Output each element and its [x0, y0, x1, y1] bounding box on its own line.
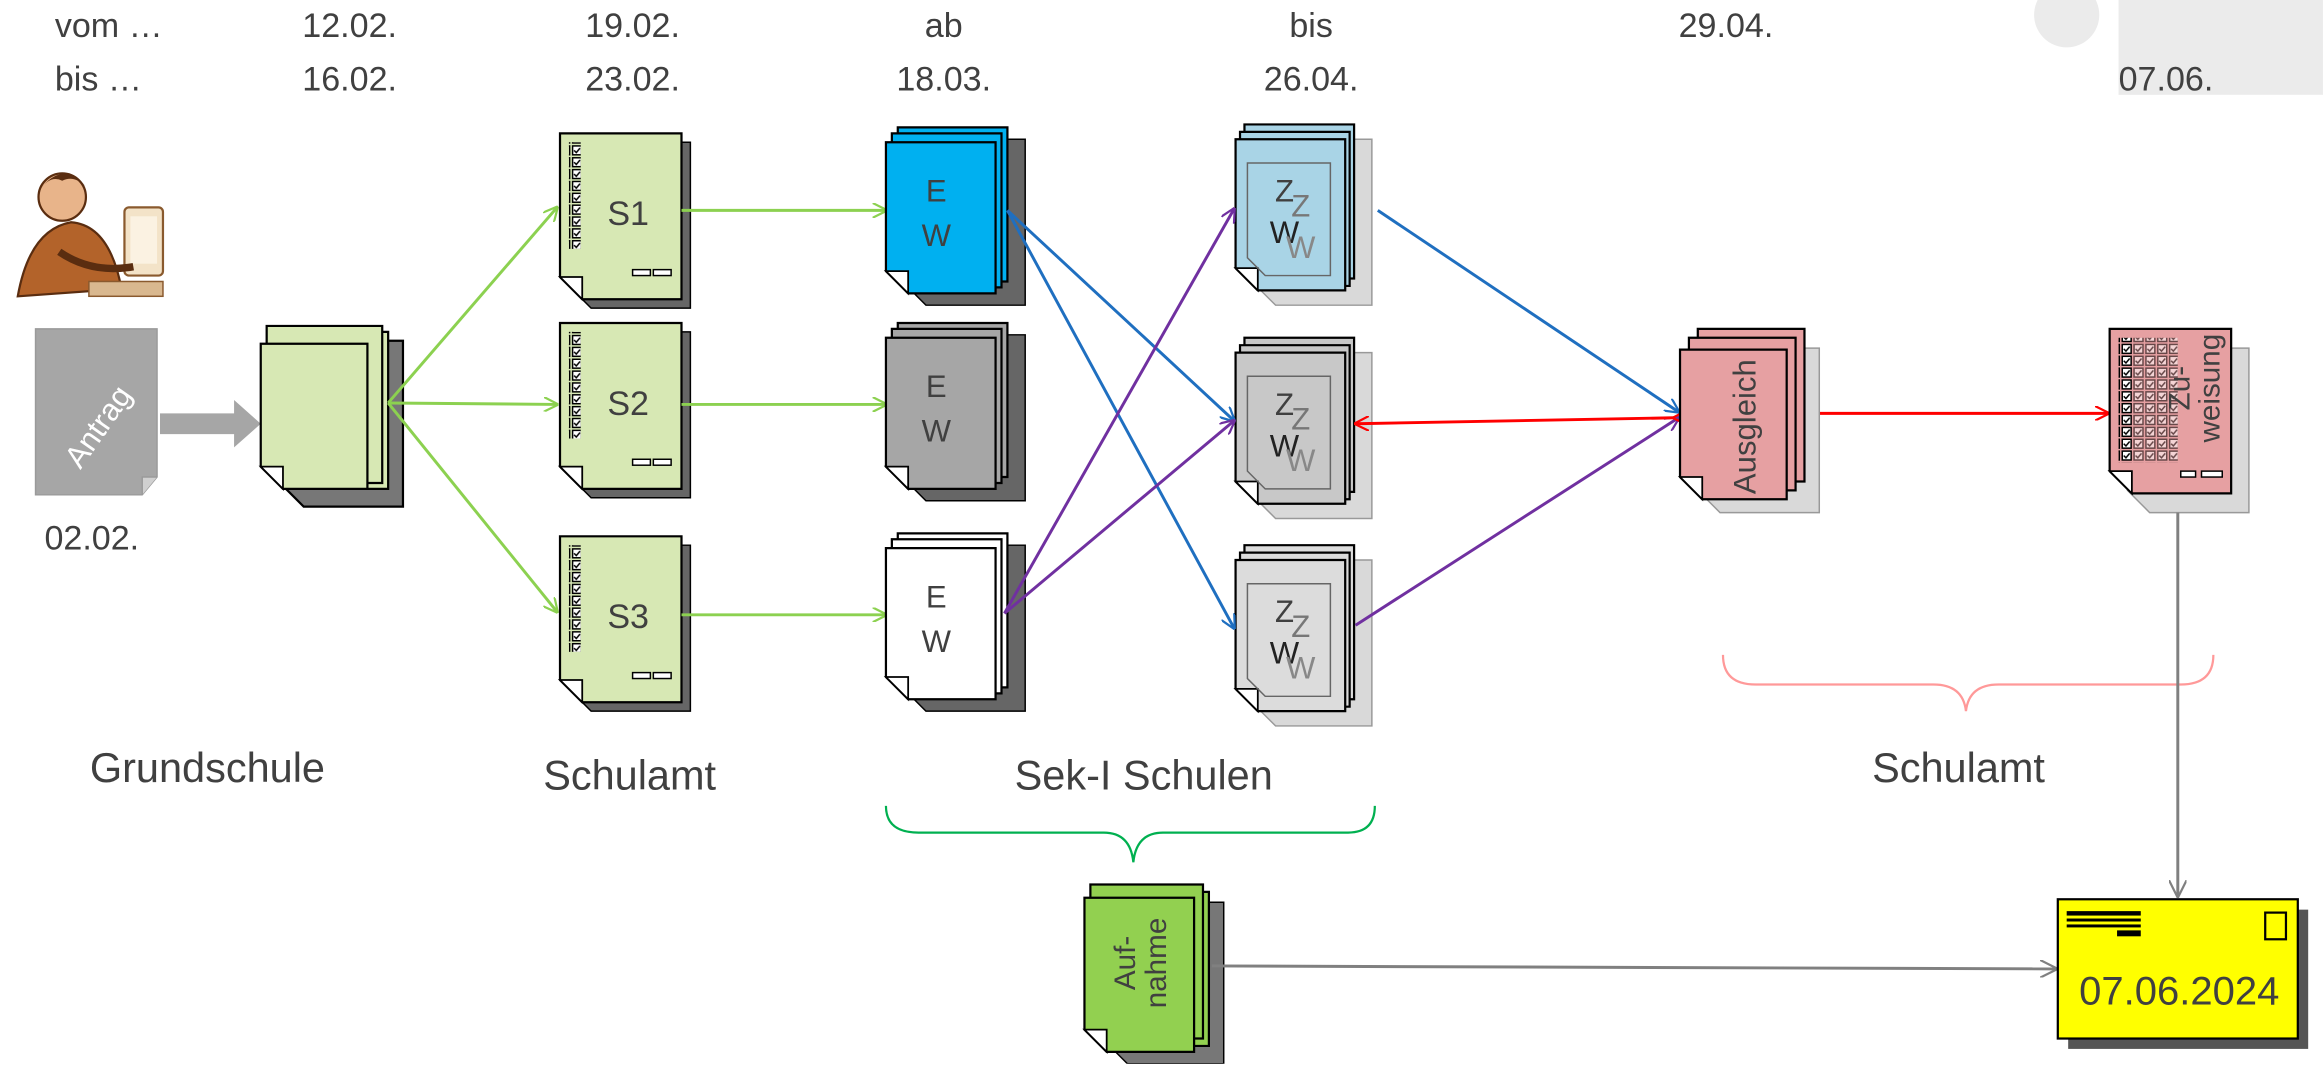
date-from: 29.04.: [1679, 7, 1774, 45]
zw-label-z: Z: [1275, 594, 1294, 629]
zw-label-w-shadow: W: [1286, 651, 1316, 686]
aufnahme-label-1: Auf-: [1109, 936, 1142, 990]
date-from: 19.02.: [585, 7, 680, 45]
zw-label-z: Z: [1275, 387, 1294, 422]
grundschule-to-schulamt-arrows: [387, 207, 557, 611]
date-from: ab: [925, 7, 963, 45]
person-at-computer-icon: [16, 172, 165, 298]
date-to: 16.02.: [302, 60, 397, 98]
stage-sek1: Sek-I Schulen: [1015, 752, 1273, 799]
row-label-to: bis …: [55, 60, 142, 98]
letter-envelope: 07.06.2024: [2056, 898, 2309, 1049]
zw-label-w-shadow: W: [1286, 230, 1316, 265]
date-to: 23.02.: [585, 60, 680, 98]
schulamt-document-s2: S2: [557, 321, 692, 499]
stamp-icon: [2264, 911, 2288, 941]
s-label: S2: [607, 385, 649, 423]
zw-label-z-shadow: Z: [1291, 609, 1310, 644]
s-label: S1: [607, 195, 649, 233]
zuweisung-label-1: Zu-: [2164, 366, 2197, 410]
schulamt-to-sek1-arrows: [681, 210, 885, 614]
ew-label-e: E: [926, 173, 947, 208]
ew-doc-stack: EW: [883, 126, 1026, 306]
zw-label-z-shadow: Z: [1291, 402, 1310, 437]
grundschule-doc-stack: [258, 324, 405, 508]
to-letter-arrows: [1211, 512, 2178, 969]
ew-label-e: E: [926, 369, 947, 404]
ew-label-w: W: [922, 218, 952, 253]
schulamt-document-s1: S1: [557, 132, 692, 309]
date-to: 07.06.: [2119, 60, 2214, 98]
aufnahme-label-2: nahme: [1140, 918, 1173, 1009]
s-label: S3: [607, 598, 649, 636]
date-column: 19.02. 23.02.: [585, 7, 680, 98]
antrag-document: Antrag: [34, 328, 158, 496]
aufnahme-doc-stack: Auf- nahme: [1082, 883, 1225, 1065]
date-from: 12.02.: [302, 7, 397, 45]
zw-label-w: W: [1270, 636, 1300, 671]
stage-schulamt-2: Schulamt: [1872, 744, 2045, 791]
date-column: 12.02. 16.02.: [302, 7, 397, 98]
zw-label-z-shadow: Z: [1291, 188, 1310, 223]
zw-label-w: W: [1270, 215, 1300, 250]
zw-label-w: W: [1270, 428, 1300, 463]
stage-grundschule: Grundschule: [90, 744, 325, 791]
ew-label-w: W: [922, 624, 952, 659]
row-label-from: vom …: [55, 7, 163, 45]
ew-doc-stack: EW: [883, 532, 1026, 712]
date-to: 18.03.: [896, 60, 991, 98]
date-header: vom … bis … 12.02. 16.02. 19.02. 23.02. ab 18…: [44, 7, 2213, 558]
ausgleich-doc-stack: Ausgleich: [1677, 327, 1821, 514]
ew-to-zw-arrows: [1003, 209, 2108, 628]
ew-label-e: E: [926, 579, 947, 614]
date-column: 29.04.: [1679, 7, 1774, 45]
date-from: bis: [1289, 7, 1333, 45]
date-column: ab 18.03.: [896, 7, 991, 98]
zw-label-w-shadow: W: [1286, 443, 1316, 478]
date-column: 07.06.: [2119, 60, 2214, 98]
ausgleich-label: Ausgleich: [1728, 359, 1763, 494]
schulamt-document-s3: S3: [557, 535, 692, 712]
date-column: bis 26.04.: [1264, 7, 1359, 98]
letter-date: 07.06.2024: [2079, 969, 2279, 1013]
ew-label-w: W: [922, 413, 952, 448]
zw-label-z: Z: [1275, 173, 1294, 208]
antrag-arrow: [160, 400, 261, 448]
sek1-brace: [884, 805, 1376, 863]
antrag-date: 02.02.: [44, 520, 139, 558]
zuweisung-document: Zu- weisung: [2107, 327, 2250, 514]
stage-schulamt-1: Schulamt: [543, 752, 716, 799]
watermark-logo: [2034, 0, 2323, 95]
date-to: 26.04.: [1264, 60, 1359, 98]
schulamt-brace: [1721, 654, 2215, 712]
ew-doc-stack: EW: [883, 321, 1026, 502]
zuweisung-label-2: weisung: [2193, 334, 2226, 444]
